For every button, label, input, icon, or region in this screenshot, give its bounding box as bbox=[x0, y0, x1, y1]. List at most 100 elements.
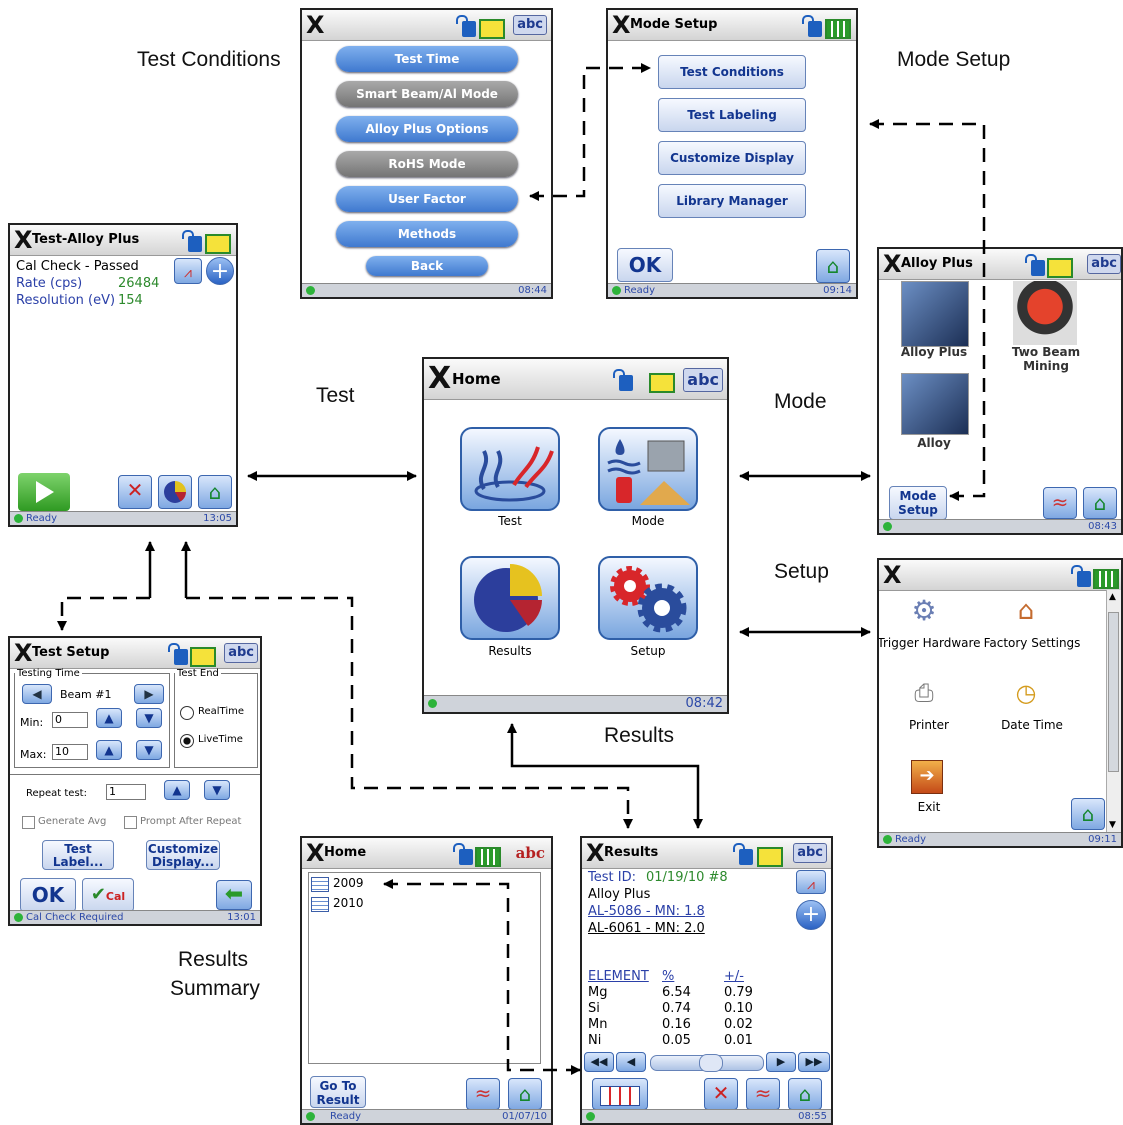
label-test: Test bbox=[316, 384, 355, 407]
test-time-button[interactable]: Test Time bbox=[336, 46, 518, 72]
max-down-icon[interactable]: ▼ bbox=[136, 740, 162, 760]
col-pct-header[interactable]: % bbox=[662, 969, 675, 984]
exit-icon[interactable]: ➔ bbox=[911, 760, 943, 794]
abc-input-icon[interactable]: abc bbox=[513, 15, 547, 35]
col-element-header[interactable]: ELEMENT bbox=[588, 969, 649, 984]
printer-icon[interactable]: ⎙ bbox=[914, 679, 934, 707]
lock-icon bbox=[802, 15, 822, 37]
scroll-down-icon[interactable]: ▼ bbox=[1109, 820, 1116, 830]
clock: 09:11 bbox=[1088, 834, 1117, 845]
row-element: Mg bbox=[588, 985, 608, 1000]
customize-display-button[interactable]: Customize Display bbox=[658, 141, 806, 175]
scrollbar[interactable]: ▲ ▼ bbox=[1106, 590, 1121, 832]
scroll-up-icon[interactable]: ▲ bbox=[1109, 592, 1116, 602]
folder-2009[interactable]: 2009 bbox=[333, 876, 364, 890]
test-icon[interactable] bbox=[460, 427, 560, 511]
prompt-after-checkbox[interactable] bbox=[124, 816, 137, 829]
home-icon[interactable]: ⌂ bbox=[508, 1078, 542, 1110]
last-result-icon[interactable]: ▶▶ bbox=[798, 1052, 830, 1072]
first-result-icon[interactable]: ◀◀ bbox=[584, 1052, 614, 1072]
back-button[interactable]: Back bbox=[366, 256, 488, 276]
setup-icon[interactable] bbox=[598, 556, 698, 640]
test-mini-icon[interactable]: ≈ bbox=[746, 1078, 780, 1110]
prev-result-icon[interactable]: ◀ bbox=[616, 1052, 646, 1072]
status-text: Ready bbox=[330, 1111, 362, 1122]
results-icon[interactable] bbox=[460, 556, 560, 640]
printer-caption: Printer bbox=[909, 718, 949, 732]
back-arrow-icon[interactable]: ⬅ bbox=[216, 880, 252, 910]
home-icon[interactable]: ⌂ bbox=[1071, 798, 1105, 830]
methods-button[interactable]: Methods bbox=[336, 221, 518, 247]
mode-icon[interactable] bbox=[598, 427, 698, 511]
smart-beam-button[interactable]: Smart Beam/Al Mode bbox=[336, 81, 518, 107]
home-icon[interactable]: ⌂ bbox=[788, 1078, 822, 1110]
trigger-hardware-icon[interactable]: ⚙ bbox=[911, 594, 937, 627]
rohs-mode-button[interactable]: RoHS Mode bbox=[336, 151, 518, 177]
tools-icon[interactable]: ✕ bbox=[118, 475, 152, 509]
results-table-icon[interactable] bbox=[592, 1078, 648, 1110]
abc-input-icon[interactable]: abc bbox=[683, 368, 723, 392]
resolution-label: Resolution (eV) bbox=[16, 293, 116, 308]
livetime-radio[interactable] bbox=[180, 734, 194, 748]
test-conditions-button[interactable]: Test Conditions bbox=[658, 55, 806, 89]
generate-avg-checkbox[interactable] bbox=[22, 816, 35, 829]
match-1-link[interactable]: AL-5086 - MN: 1.8 bbox=[588, 904, 705, 919]
row-pct: 0.74 bbox=[662, 1001, 691, 1016]
next-result-icon[interactable]: ▶ bbox=[766, 1052, 796, 1072]
factory-settings-icon[interactable]: ⌂ bbox=[1017, 596, 1035, 626]
beam-next-icon[interactable]: ▶ bbox=[134, 684, 164, 704]
clock: 13:01 bbox=[227, 912, 256, 923]
titlebar: X Home abc bbox=[424, 359, 727, 400]
home-icon[interactable]: ⌂ bbox=[198, 475, 232, 509]
beam-prev-icon[interactable]: ◀ bbox=[22, 684, 52, 704]
test-glyph bbox=[474, 446, 554, 502]
col-err-header[interactable]: +/- bbox=[724, 969, 744, 984]
result-scroll-thumb[interactable] bbox=[699, 1054, 723, 1072]
status-dot-icon bbox=[612, 286, 621, 295]
max-up-icon[interactable]: ▲ bbox=[96, 740, 122, 760]
status-bar: 08:44 bbox=[302, 283, 551, 297]
abc-input-icon[interactable]: abc bbox=[515, 844, 545, 862]
clock: 09:14 bbox=[823, 285, 852, 296]
spectrum-icon[interactable]: ⩘ bbox=[174, 258, 202, 284]
realtime-radio[interactable] bbox=[180, 706, 194, 720]
battery-icon bbox=[649, 373, 675, 393]
result-scrollbar[interactable] bbox=[650, 1054, 764, 1072]
test-mini-icon[interactable]: ≈ bbox=[1043, 487, 1077, 519]
ok-button[interactable]: OK bbox=[20, 878, 76, 912]
library-manager-button[interactable]: Library Manager bbox=[658, 184, 806, 218]
cal-button[interactable]: ✔Cal bbox=[82, 878, 134, 912]
test-mini-icon[interactable]: ≈ bbox=[466, 1078, 500, 1110]
plus-icon[interactable]: + bbox=[796, 900, 826, 930]
match-2-link[interactable]: AL-6061 - MN: 2.0 bbox=[588, 921, 705, 936]
min-input[interactable]: 0 bbox=[52, 712, 88, 728]
repeat-down-icon[interactable]: ▼ bbox=[204, 780, 230, 800]
two-beam-mining-image-icon[interactable] bbox=[1013, 281, 1077, 345]
folder-2010[interactable]: 2010 bbox=[333, 896, 364, 910]
abc-input-icon[interactable]: abc bbox=[793, 843, 827, 863]
min-up-icon[interactable]: ▲ bbox=[96, 708, 122, 728]
results-pie-icon[interactable] bbox=[158, 475, 192, 509]
repeat-up-icon[interactable]: ▲ bbox=[164, 780, 190, 800]
user-factor-button[interactable]: User Factor bbox=[336, 186, 518, 212]
window-title: Home bbox=[324, 845, 367, 860]
alloy-plus-options-button[interactable]: Alloy Plus Options bbox=[336, 116, 518, 142]
min-down-icon[interactable]: ▼ bbox=[136, 708, 162, 728]
ok-button[interactable]: OK bbox=[617, 248, 673, 282]
spectrum-icon[interactable]: ⩘ bbox=[796, 870, 826, 894]
start-test-button[interactable] bbox=[18, 473, 70, 511]
abc-input-icon[interactable]: abc bbox=[224, 643, 258, 663]
home-icon[interactable]: ⌂ bbox=[1083, 487, 1117, 519]
home-icon[interactable]: ⌂ bbox=[816, 249, 850, 283]
date-time-icon[interactable]: ◷ bbox=[1015, 679, 1037, 707]
max-input[interactable]: 10 bbox=[52, 744, 88, 760]
scroll-thumb[interactable] bbox=[1108, 612, 1119, 772]
abc-input-icon[interactable]: abc bbox=[1087, 254, 1121, 274]
repeat-input[interactable]: 1 bbox=[106, 784, 146, 800]
plus-icon[interactable]: + bbox=[206, 257, 234, 285]
test-labeling-button[interactable]: Test Labeling bbox=[658, 98, 806, 132]
